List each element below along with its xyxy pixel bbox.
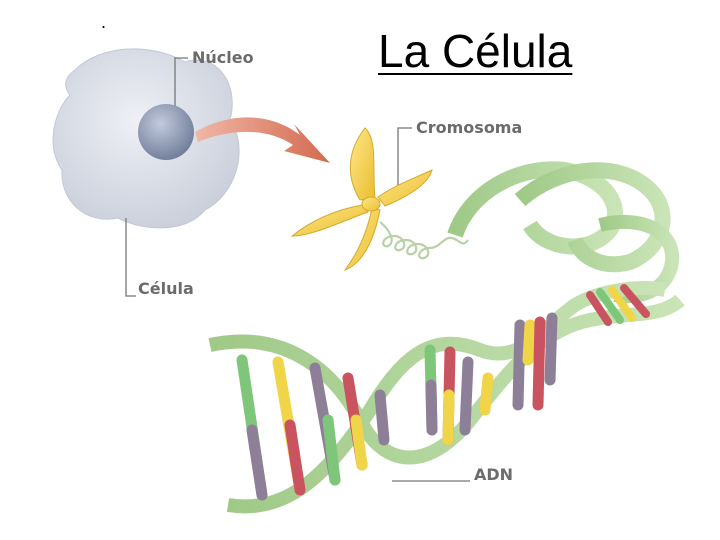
coiled-dna-strand — [379, 221, 469, 260]
dna-helix-upper — [447, 161, 680, 304]
dna-base-pairs — [236, 284, 650, 501]
chromosome-leader-line — [397, 127, 412, 190]
zoom-arrow — [195, 117, 330, 163]
chromosome-label: Cromosoma — [416, 118, 523, 137]
slide-title: La Célula — [378, 25, 573, 77]
nucleus-label: Núcleo — [192, 48, 254, 67]
dna-label: ADN — [474, 465, 514, 484]
chromosome — [290, 127, 433, 272]
nucleus — [138, 104, 194, 160]
nucleus-leader-line — [174, 57, 188, 106]
cell-leader-line — [125, 218, 136, 297]
cell-label: Célula — [138, 279, 194, 298]
bullet-dot: . — [101, 12, 107, 32]
